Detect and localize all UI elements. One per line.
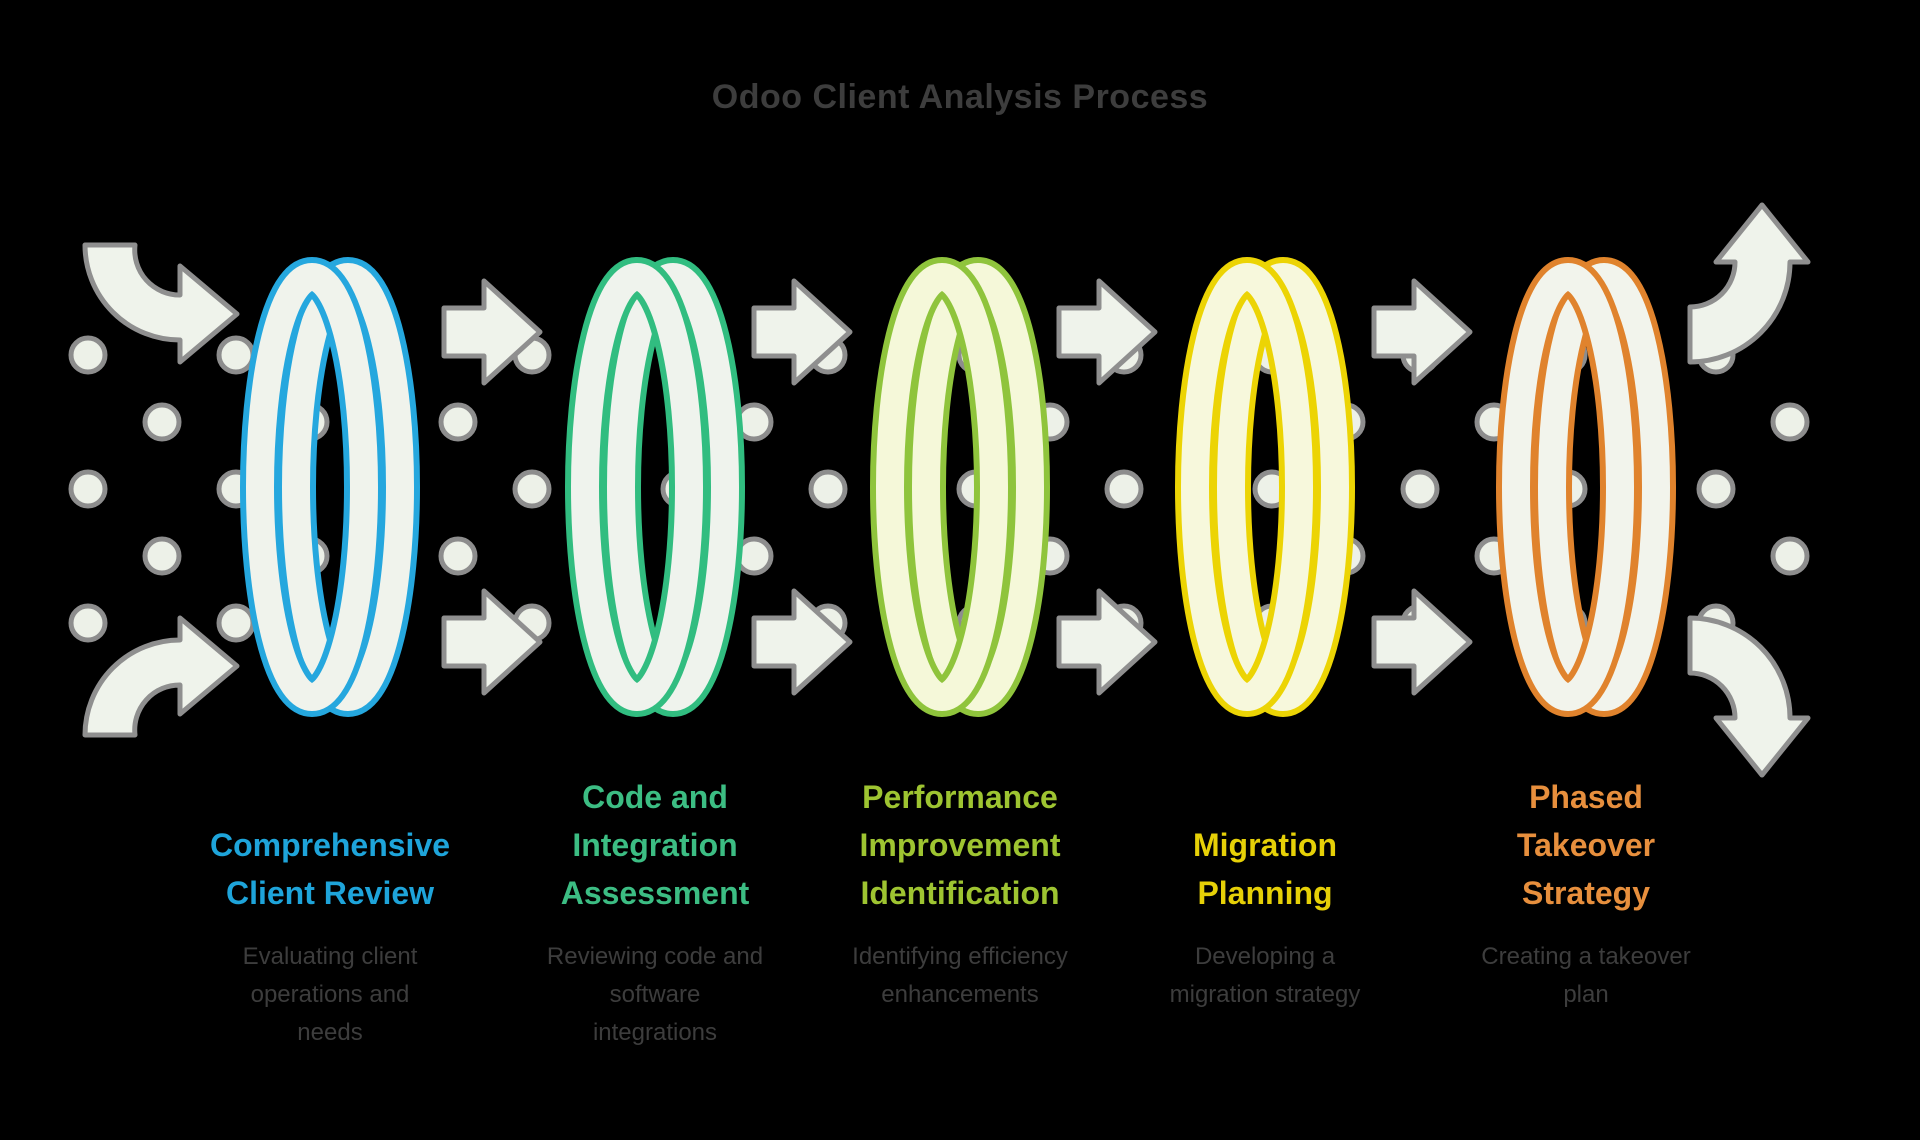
dot (68, 469, 108, 509)
stage-2-title: Code and Integration Assessment (560, 779, 750, 911)
dot (1770, 402, 1810, 442)
stage-ring-4 (1175, 257, 1355, 717)
flow-arrow-row2-2 (751, 588, 853, 696)
dot (438, 402, 478, 442)
stage-ring-1 (240, 257, 420, 717)
dot (438, 536, 478, 576)
dot (216, 335, 256, 375)
flow-arrow-row1-2 (751, 278, 853, 386)
diagram-title: Odoo Client Analysis Process (711, 78, 1209, 116)
stage-ring-2 (565, 257, 745, 717)
stage-5-title: Phased Takeover Strategy (1516, 779, 1656, 911)
flow-arrow-row1-4 (1371, 278, 1473, 386)
dot (142, 536, 182, 576)
stage-3-title: Performance Improvement Identification (859, 779, 1061, 911)
dot (1400, 469, 1440, 509)
flow-arrow-row2-3 (1056, 588, 1158, 696)
flow-arrow-row1-3 (1056, 278, 1158, 386)
dot (216, 603, 256, 643)
dot (68, 603, 108, 643)
curved-enter-top-left-arrow (82, 242, 240, 365)
stage-2-description: Reviewing code and software integrations (546, 943, 764, 1046)
dot (512, 469, 552, 509)
dot (1104, 469, 1144, 509)
dot (1696, 469, 1736, 509)
dot (808, 469, 848, 509)
dot (68, 335, 108, 375)
stage-3-description: Identifying efficiency enhancements (852, 943, 1068, 1008)
flow-arrow-row1-1 (441, 278, 543, 386)
stage-4-description: Developing a migration strategy (1169, 943, 1361, 1008)
stage-1-title: Comprehensive Client Review (209, 827, 451, 911)
flow-arrow-row2-4 (1371, 588, 1473, 696)
stage-ring-5 (1496, 257, 1676, 717)
curved-exit-bottom-right-arrow (1687, 615, 1811, 778)
stage-5-description: Creating a takeover plan (1481, 943, 1691, 1008)
stage-4-title: Migration Planning (1193, 827, 1337, 911)
stage-1-description: Evaluating client operations and needs (242, 943, 418, 1046)
curved-exit-top-right-arrow (1687, 202, 1811, 365)
flow-arrow-row2-1 (441, 588, 543, 696)
dot (142, 402, 182, 442)
stage-ring-3 (870, 257, 1050, 717)
curved-enter-bottom-left-arrow (82, 615, 240, 738)
dot (1770, 536, 1810, 576)
